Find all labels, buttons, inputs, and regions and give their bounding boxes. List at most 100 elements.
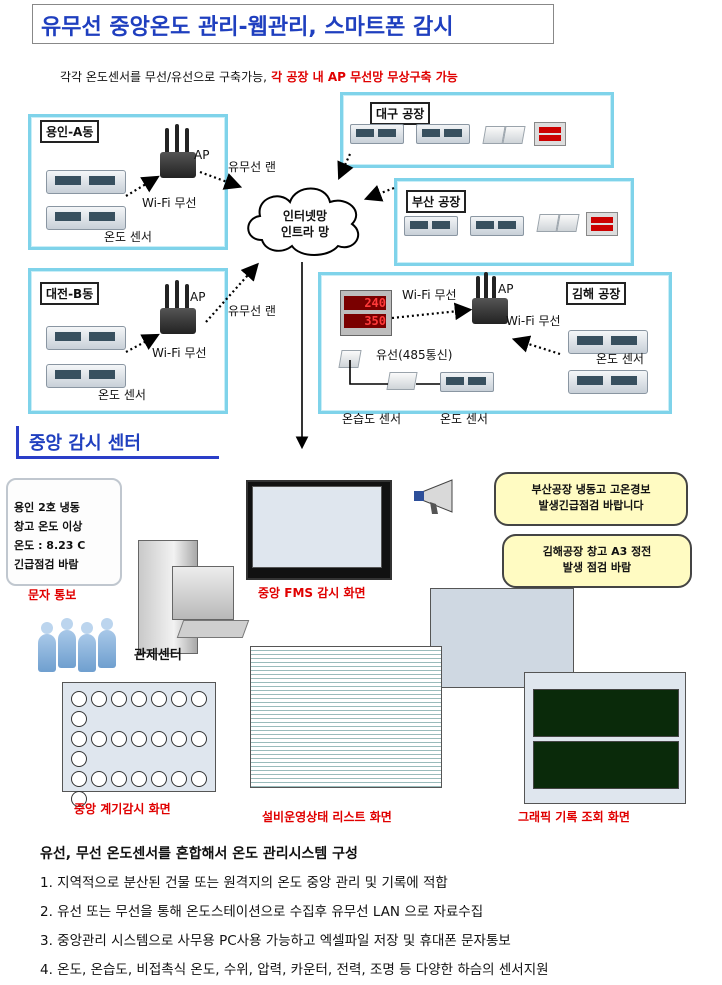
page-title: 유무선 중앙온도 관리-웹관리, 스마트폰 감시: [41, 15, 454, 40]
crt-monitor-icon: [172, 566, 234, 620]
wired-label: 유선(485통신): [376, 348, 453, 362]
wifi-arrow: [391, 302, 473, 321]
lan-arrow: [205, 262, 259, 323]
sensor-label-bottom: 온도 센서: [440, 412, 488, 426]
ap-label: AP: [498, 282, 514, 296]
center-title: 중앙 감시 센터: [29, 433, 141, 454]
temp-sensor: [46, 326, 126, 350]
megaphone-icon: [414, 479, 453, 514]
ap-label: AP: [194, 148, 210, 162]
antenna-icon: [185, 284, 189, 318]
title-box: 유무선 중앙온도 관리-웹관리, 스마트폰 감시: [32, 4, 554, 44]
bubble-line: 발생 점검 바람: [562, 561, 632, 574]
lan-arrow: [199, 170, 243, 190]
temp-sensor: [350, 124, 404, 144]
site-gimhae-label: 김해 공장: [566, 282, 627, 305]
antenna-icon: [165, 128, 169, 162]
led-display-bottom: 350: [344, 314, 386, 328]
ap-label: AP: [190, 290, 206, 304]
site-yongin-label: 용인-A동: [40, 120, 100, 143]
control-center-label: 관제센터: [134, 648, 182, 663]
temp-sensor: [416, 124, 470, 144]
summary-item: 4. 온도, 온습도, 비접촉식 온도, 수위, 압력, 카운터, 전력, 조명…: [40, 962, 549, 978]
intro-normal: 각각 온도센서를 무선/유선으로 구축가능,: [60, 70, 267, 84]
temp-sensor: [568, 330, 648, 354]
antenna-icon: [175, 124, 179, 158]
fms-screen: [252, 486, 382, 568]
connector-arrows: [125, 153, 561, 450]
temp-sensor: [46, 206, 126, 230]
summary-item: 2. 유선 또는 무선을 통해 온도스테이션으로 수집후 유무선 LAN 으로 …: [40, 904, 484, 920]
wifi-arrow: [125, 175, 160, 197]
wired-line: [349, 360, 388, 385]
sensor-label: 온도 센서: [98, 388, 146, 402]
list-caption: 설비운영상태 리스트 화면: [262, 810, 392, 824]
cloud-label: 인터넷망 인트라 망: [262, 208, 348, 240]
graph-grid-screen: [430, 588, 574, 688]
phone-screen: 용인 2호 냉동 창고 온도 이상 온도 : 8.23 C 긴급점검 바람: [14, 498, 110, 580]
cloud-line2: 인트라 망: [280, 225, 330, 239]
graph-caption: 그래픽 기록 조회 화면: [518, 810, 630, 824]
graph-screen: [524, 672, 686, 804]
antenna-icon: [175, 280, 179, 314]
temp-sensor: [440, 372, 494, 392]
sensor-label: 온도 센서: [104, 230, 152, 244]
phone-caption: 문자 통보: [28, 588, 77, 602]
gauge-screen: [62, 682, 216, 807]
fms-caption: 중앙 FMS 감시 화면: [258, 586, 366, 600]
site-daejeon-label: 대전-B동: [40, 282, 100, 305]
ap-router-icon: [472, 298, 508, 324]
lan-arrow: [363, 185, 395, 202]
bubble-line: 부산공장 냉동고 고온경보: [531, 483, 651, 496]
center-title-box: 중앙 감시 센터: [16, 426, 219, 459]
wifi-label-right: Wi-Fi 무선: [506, 314, 561, 328]
bubble-line: 김해공장 창고 A3 정전: [542, 545, 652, 558]
ap-router-icon: [160, 152, 196, 178]
led-display-icon: [534, 122, 566, 146]
phone-line: 긴급점검 바람: [14, 558, 79, 571]
temp-sensor: [46, 170, 126, 194]
intro-highlight: 각 공장 내 AP 무선망 무상구축 가능: [266, 70, 458, 84]
wifi-label: Wi-Fi 무선: [142, 196, 197, 210]
phone-line: 온도 : 8.23 C: [14, 539, 86, 552]
antenna-icon: [484, 272, 488, 306]
temp-sensor: [470, 216, 524, 236]
temp-sensor: [46, 364, 126, 388]
led-display-icon: [586, 212, 618, 236]
summary-block: 유선, 무선 온도센서를 혼합해서 온도 관리시스템 구성 1. 지역적으로 분…: [40, 840, 549, 985]
led-display-top: 240: [344, 296, 386, 310]
antenna-icon: [185, 128, 189, 162]
summary-item: 3. 중앙관리 시스템으로 사무용 PC사용 가능하고 엑셀파일 저장 및 휴대…: [40, 933, 511, 949]
wifi-label-left: Wi-Fi 무선: [402, 288, 457, 302]
cloud-icon: [247, 187, 359, 256]
summary-heading: 유선, 무선 온도센서를 혼합해서 온도 관리시스템 구성: [40, 846, 358, 862]
site-daegu-label: 대구 공장: [370, 102, 431, 125]
phone-line: 용인 2호 냉동: [14, 501, 80, 514]
antenna-icon: [476, 276, 480, 310]
phone-frame: [6, 478, 122, 586]
antenna-icon: [492, 276, 496, 310]
cloud-line1: 인터넷망: [282, 209, 328, 223]
lan-label-mid: 유무선 랜: [228, 304, 276, 318]
intro-text: 각각 온도센서를 무선/유선으로 구축가능, 각 공장 내 AP 무선망 무상구…: [60, 68, 458, 85]
operators-icon: [36, 618, 116, 672]
temp-sensor: [568, 370, 648, 394]
antenna-icon: [165, 284, 169, 318]
keyboard-icon: [176, 620, 250, 638]
lan-arrow: [337, 153, 354, 181]
alert-bubble: 부산공장 냉동고 고온경보 발생긴급점검 바랍니다: [494, 472, 688, 526]
wifi-arrow: [511, 335, 561, 356]
site-busan-label: 부산 공장: [406, 190, 467, 213]
alert-bubble: 김해공장 창고 A3 정전 발생 점검 바람: [502, 534, 692, 588]
summary-item: 1. 지역적으로 분산된 건물 또는 원격지의 온도 중앙 관리 및 기록에 적…: [40, 875, 448, 891]
lan-label-top: 유무선 랜: [228, 160, 276, 174]
ap-router-icon: [160, 308, 196, 334]
th-sensor-label: 온습도 센서: [342, 412, 402, 426]
temp-sensor: [404, 216, 458, 236]
sensor-label: 온도 센서: [596, 352, 644, 366]
bubble-line: 발생긴급점검 바랍니다: [538, 499, 644, 512]
list-screen: [250, 646, 442, 788]
gauge-caption: 중앙 계기감시 화면: [74, 802, 171, 816]
wifi-label: Wi-Fi 무선: [152, 346, 207, 360]
phone-line: 창고 온도 이상: [14, 520, 83, 533]
